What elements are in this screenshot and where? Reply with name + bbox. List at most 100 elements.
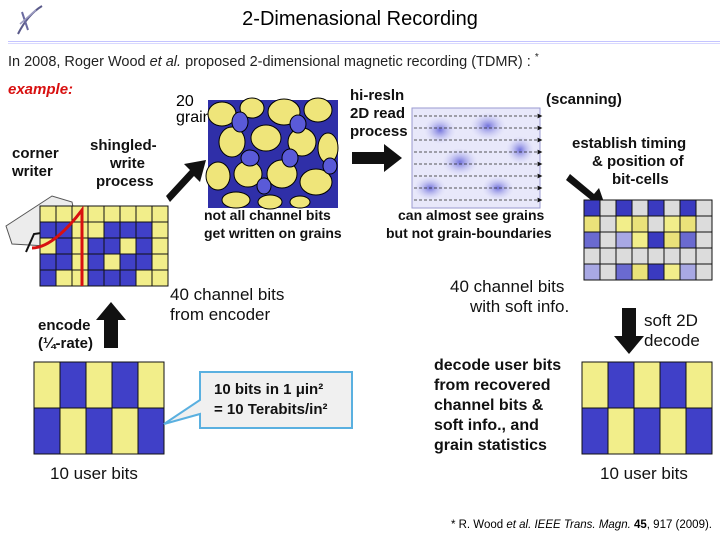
arrow-decode-down: [614, 308, 644, 354]
bit-cell: [87, 205, 105, 223]
intro-footnote-mark: *: [534, 52, 539, 63]
intro-before: In 2008, Roger Wood: [8, 53, 150, 70]
encode-label: encode: [38, 317, 91, 334]
cansee-label: can almost see grains: [398, 207, 545, 223]
left-user-bits: [33, 361, 165, 455]
bit-cell: [119, 253, 137, 271]
scanning-label: (scanning): [546, 91, 622, 108]
example-label: example:: [8, 81, 73, 98]
bit-cell: [55, 237, 73, 255]
user-bits-left-label: 10 user bits: [50, 464, 138, 483]
bit-cell: [103, 253, 121, 271]
bit-cell: [695, 231, 713, 249]
bit-cell: [647, 247, 665, 265]
timing-label: establish timing: [572, 135, 686, 152]
bit-cell: [119, 221, 137, 239]
right-channel-grid: [583, 199, 713, 281]
decode-label-4: soft info., and: [434, 417, 539, 434]
bit-cell: [679, 263, 697, 281]
intro-etal: et al.: [149, 53, 182, 70]
bit-cell: [633, 361, 661, 409]
bit-cell: [71, 221, 89, 239]
bit-cell: [659, 407, 687, 455]
bit-cell: [39, 269, 57, 287]
bit-cell: [607, 407, 635, 455]
bit-cell: [135, 237, 153, 255]
bit-cell: [663, 263, 681, 281]
timing-label-2: & position of: [592, 153, 685, 170]
bit-cell: [615, 263, 633, 281]
right-user-bits: [581, 361, 713, 455]
encode-label-2: (¼-rate): [38, 335, 93, 352]
bit-cell: [87, 237, 105, 255]
flow-arrows: [96, 144, 644, 354]
bit-cell: [615, 247, 633, 265]
intro-sentence: In 2008, Roger Wood et al. proposed 2-di…: [8, 52, 539, 70]
bit-cell: [599, 263, 617, 281]
cansee-label-2: but not grain-boundaries: [386, 225, 552, 241]
bit-cell: [695, 199, 713, 217]
ref-etal: et al.: [506, 519, 532, 531]
bit-cell: [39, 205, 57, 223]
slide-title: 2-Dimenasional Recording: [242, 8, 478, 30]
density-callout: 10 bits in 1 μin² = 10 Terabits/in²: [163, 371, 353, 429]
ch40-label-2: from encoder: [170, 305, 270, 324]
bit-cell: [581, 407, 609, 455]
bit-cell: [695, 263, 713, 281]
ch40soft-label: 40 channel bits: [450, 277, 564, 296]
bit-cell: [103, 221, 121, 239]
notall-label-2: get written on grains: [204, 225, 342, 241]
bit-cell: [55, 253, 73, 271]
bit-cell: [631, 231, 649, 249]
decode-label-1: decode user bits: [434, 357, 561, 374]
intro-after: proposed 2-dimensional magnetic recordin…: [181, 53, 535, 70]
ch40-label: 40 channel bits: [170, 285, 284, 304]
bit-cell: [685, 361, 713, 409]
bit-cell: [615, 215, 633, 233]
ref-pages: , 917 (2009).: [646, 519, 712, 531]
grains-panel: [205, 97, 339, 210]
bit-cell: [631, 199, 649, 217]
arrow-encode-up: [96, 302, 126, 348]
write-boundary: [31, 205, 84, 286]
bit-cell: [583, 247, 601, 265]
bit-cell: [87, 253, 105, 271]
bit-cell: [581, 361, 609, 409]
logo-icon: [17, 5, 43, 35]
bit-cell: [679, 247, 697, 265]
bit-cell: [151, 237, 169, 255]
bit-cell: [663, 199, 681, 217]
notall-label: not all channel bits: [204, 207, 331, 223]
timing-label-3: bit-cells: [612, 171, 669, 188]
user-bits-right-label: 10 user bits: [600, 464, 688, 483]
soft2d-label: soft 2D: [644, 311, 698, 330]
bit-cell: [663, 231, 681, 249]
bit-cell: [695, 215, 713, 233]
bit-cell: [583, 231, 601, 249]
bit-cell: [631, 215, 649, 233]
bit-cell: [583, 263, 601, 281]
bit-cell: [103, 269, 121, 287]
bit-cell: [615, 199, 633, 217]
bit-cell: [135, 269, 153, 287]
bit-cell: [607, 361, 635, 409]
bit-cell: [111, 361, 139, 409]
title-divider: [8, 41, 720, 42]
bit-cell: [111, 407, 139, 455]
bit-cell: [151, 221, 169, 239]
bit-cell: [151, 253, 169, 271]
bit-cell: [87, 221, 105, 239]
bit-cell: [135, 221, 153, 239]
bit-cell: [599, 247, 617, 265]
soft2d-label-2: decode: [644, 331, 700, 350]
bit-cell: [659, 361, 687, 409]
callout-line-1: 10 bits in 1 μin²: [214, 381, 323, 398]
bit-cell: [137, 361, 165, 409]
scanning-panel: [411, 107, 543, 209]
bit-cell: [631, 263, 649, 281]
bit-cell: [647, 263, 665, 281]
bit-cell: [71, 237, 89, 255]
bit-cell: [599, 199, 617, 217]
bit-cell: [33, 407, 61, 455]
bit-cell: [137, 407, 165, 455]
